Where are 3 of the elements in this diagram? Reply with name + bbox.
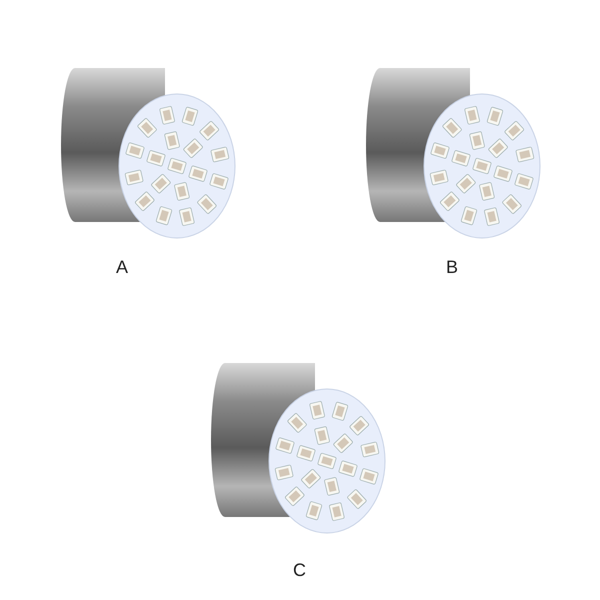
panel-letter: A <box>116 257 128 277</box>
panel-letter: B <box>446 257 458 277</box>
panel-letter: C <box>293 560 306 580</box>
